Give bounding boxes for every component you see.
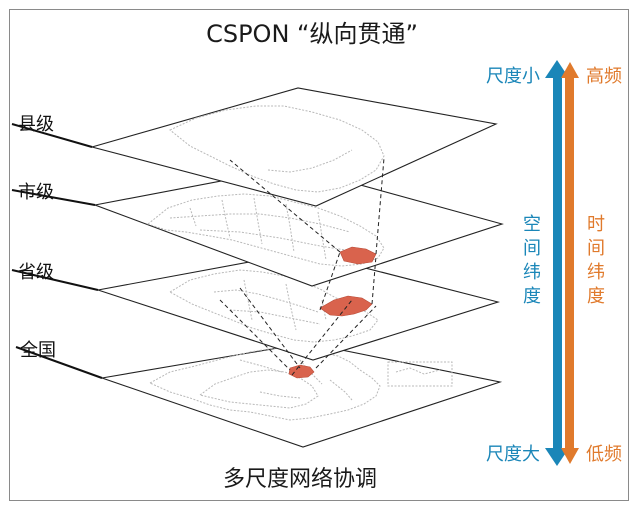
spatial-axis-arrow-up [545, 60, 569, 78]
connector-city-county [229, 157, 385, 255]
county-map-borders [267, 149, 353, 173]
leader-city [11, 189, 96, 206]
spatial-axis-label-char-3: 纬 [523, 262, 541, 283]
connector-province-city [319, 251, 377, 311]
national-map-outline [148, 347, 381, 421]
diagram-title: CSPON “纵向贯通” [206, 20, 418, 48]
level-label-county: 县级 [18, 114, 54, 135]
plane-national: 全国 [15, 340, 503, 448]
plane-city: 市级 [11, 166, 504, 287]
spatial-axis-bottom-label: 尺度大 [486, 444, 540, 465]
temporal-axis-label-char-1: 时 [587, 214, 605, 235]
temporal-axis: 高频 低频 时 间 纬 度 [561, 62, 622, 465]
connector-national-province [291, 299, 377, 376]
spatial-axis-label-char-4: 度 [523, 286, 541, 307]
spatial-axis-top-label: 尺度小 [486, 66, 540, 87]
national-map-inner [198, 369, 319, 409]
leader-county [11, 123, 93, 148]
temporal-axis-arrow-up [561, 62, 579, 78]
zoom-connectors [219, 157, 385, 376]
level-label-city: 市级 [18, 182, 54, 203]
temporal-axis-bar [565, 75, 574, 450]
level-label-national: 全国 [20, 340, 56, 361]
connector-province-extent [219, 287, 301, 371]
plane-province: 省级 [11, 251, 501, 361]
national-map-inset-islands [395, 367, 441, 375]
plane-county: 县级 [11, 87, 498, 207]
city-map-outline [146, 193, 385, 267]
city-map-borders [169, 197, 359, 261]
temporal-axis-bottom-label: 低频 [586, 444, 622, 465]
national-highlight-region [288, 364, 315, 379]
province-highlight-region [319, 295, 373, 317]
diagram-subtitle: 多尺度网络协调 [223, 467, 377, 492]
spatial-axis-bar [553, 75, 562, 450]
plane-national-surface [101, 342, 503, 448]
temporal-axis-label-char-3: 纬 [587, 262, 605, 283]
temporal-axis-arrow-down [561, 448, 579, 464]
spatial-axis: 尺度小 尺度大 空 间 纬 度 [486, 60, 569, 466]
city-highlight-region [339, 246, 377, 265]
plane-county-surface [89, 87, 498, 207]
temporal-axis-top-label: 高频 [586, 66, 622, 87]
leader-province [11, 269, 99, 291]
spatial-axis-label-char-1: 空 [523, 214, 541, 235]
temporal-axis-label-char-2: 间 [587, 238, 605, 259]
leader-national [15, 346, 103, 379]
spatial-axis-arrow-down [545, 448, 569, 466]
plane-province-surface [97, 251, 501, 361]
level-label-province: 省级 [18, 262, 54, 283]
national-map-inset [387, 361, 453, 387]
spatial-axis-label-char-2: 间 [523, 238, 541, 259]
county-map-outline [169, 105, 385, 193]
temporal-axis-label-char-4: 度 [587, 286, 605, 307]
